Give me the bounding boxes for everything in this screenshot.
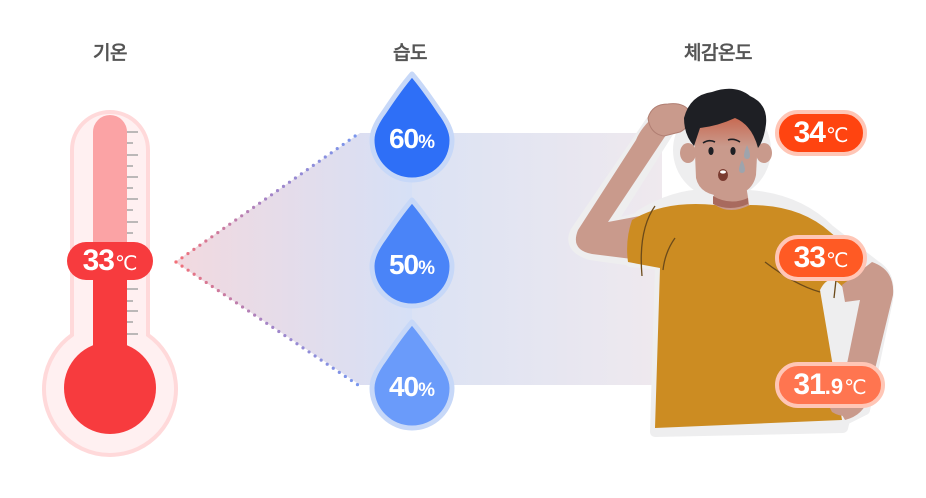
humidity-drop-50-icon	[369, 197, 455, 309]
apparent-temp-decimal: .9	[824, 374, 844, 399]
apparent-temp-34-badge	[775, 110, 867, 156]
apparent-temp-33-badge	[775, 235, 867, 281]
heading-humidity: 습도	[393, 42, 427, 64]
humidity-label-50: 50 %	[389, 249, 435, 281]
humidity-unit: %	[418, 258, 436, 279]
thermometer-icon	[42, 110, 178, 457]
apparent-temp-319-badge	[775, 362, 885, 408]
air-temperature-unit: ℃	[114, 253, 138, 275]
humidity-number: 60	[388, 123, 419, 154]
apparent-temp-number: 33	[793, 241, 826, 274]
humidity-label-60: 60 %	[389, 123, 435, 155]
humidity-number: 50	[388, 249, 419, 280]
thermometer-to-humidity-fan	[174, 132, 412, 387]
apparent-temp-unit: ℃	[825, 125, 849, 147]
apparent-temp-label-34: 34 ℃	[794, 116, 849, 150]
heading-air-temperature: 기온	[93, 42, 127, 64]
air-temperature-value: 33 ℃	[83, 244, 138, 278]
heading-apparent-temperature: 체감온도	[684, 42, 752, 64]
humidity-number: 40	[388, 371, 419, 402]
apparent-temp-unit: ℃	[825, 250, 849, 272]
apparent-temp-label-33: 33 ℃	[794, 241, 849, 275]
air-temperature-number: 33	[82, 244, 115, 277]
apparent-temp-number: 31	[793, 368, 825, 401]
apparent-temp-unit: ℃	[844, 377, 867, 399]
apparent-temp-number: 34	[793, 116, 826, 149]
humidity-label-40: 40 %	[389, 371, 435, 403]
humidity-unit: %	[418, 380, 436, 401]
humidity-unit: %	[418, 132, 436, 153]
apparent-temp-label-319: 31 .9 ℃	[793, 368, 866, 402]
humidity-drop-60-icon	[369, 71, 455, 183]
humidity-drop-40-icon	[369, 319, 455, 431]
